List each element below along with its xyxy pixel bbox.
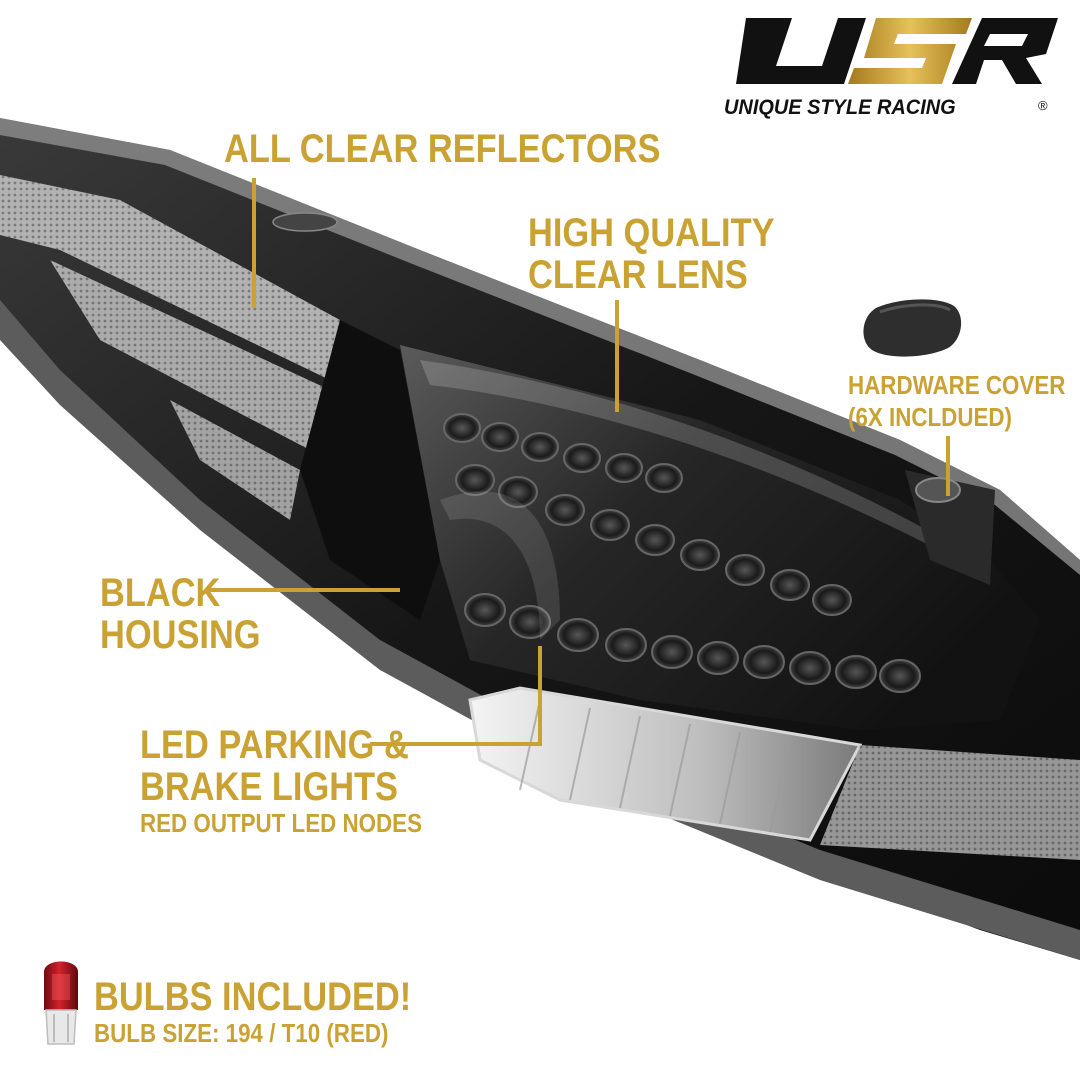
led-nodes: [443, 413, 921, 693]
led-label-line2: BRAKE LIGHTS: [140, 765, 398, 809]
led-label-line1: LED PARKING &: [140, 723, 409, 767]
hardware-label-line2: (6X INCLDUED): [848, 402, 1012, 432]
hardware-cover-plug-icon: [863, 299, 962, 357]
lens-label-line2: CLEAR LENS: [528, 253, 748, 297]
hardware-leader-line: [946, 436, 950, 496]
housing-label-line2: HOUSING: [100, 613, 261, 657]
red-wedge-bulb-icon: [44, 961, 78, 1045]
bulb-size-label: BULB SIZE: 194 / T10 (RED): [94, 1018, 389, 1048]
hardware-label-line1: HARDWARE COVER: [848, 370, 1066, 400]
lens-leader-line: [615, 300, 619, 412]
usr-logo-icon: [736, 18, 1058, 84]
housing-leader-line: [208, 588, 400, 592]
led-leader-line-horizontal: [370, 742, 542, 746]
reflectors-label: ALL CLEAR REFLECTORS: [224, 127, 661, 171]
brand-tagline: UNIQUE STYLE RACING: [724, 96, 956, 119]
led-sublabel: RED OUTPUT LED NODES: [140, 808, 423, 838]
bulbs-headline: BULBS INCLUDED!: [94, 975, 412, 1019]
registered-mark: ®: [1038, 98, 1048, 113]
lens-label-line1: HIGH QUALITY: [528, 211, 775, 255]
housing-label-line1: BLACK: [100, 571, 221, 615]
reflectors-leader-line: [252, 178, 256, 308]
led-leader-line-vertical: [538, 646, 542, 746]
